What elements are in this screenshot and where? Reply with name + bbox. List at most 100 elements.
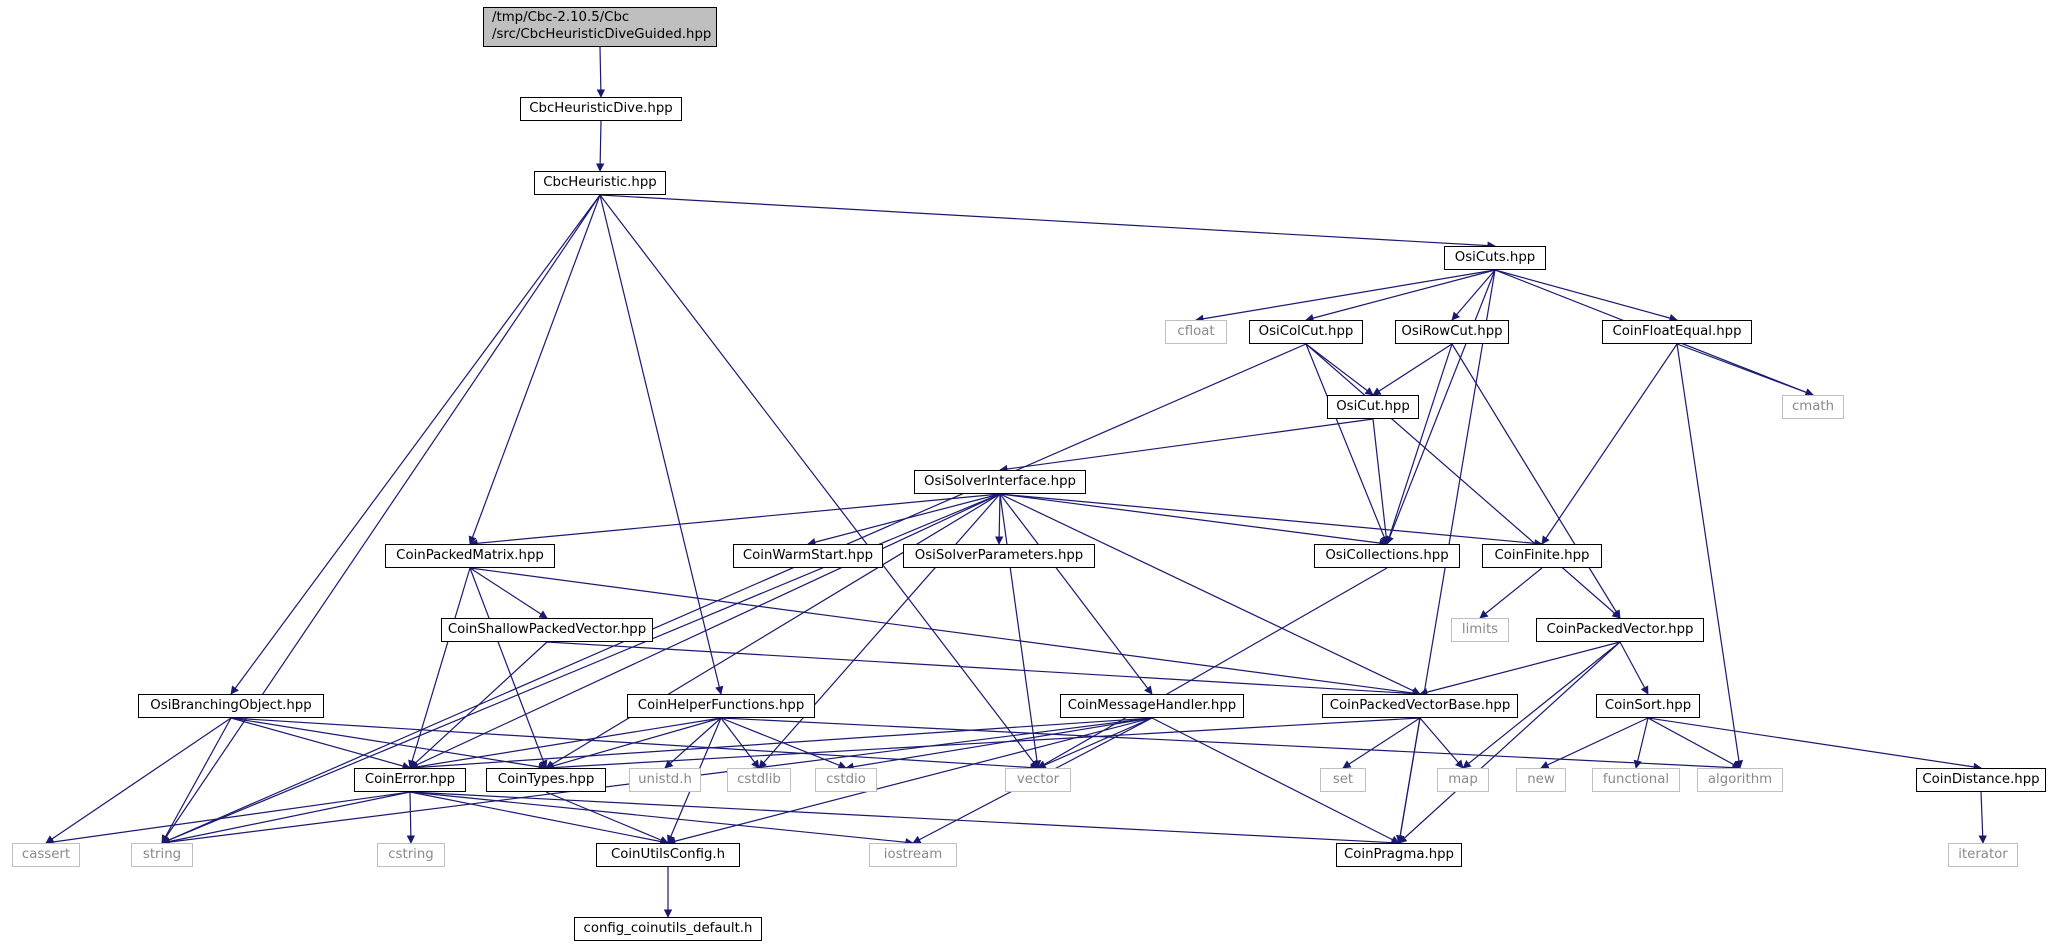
node-limits[interactable]: limits: [1451, 618, 1509, 642]
edge-CoinFloatEqual-to-CoinFinite: [1541, 343, 1678, 545]
edge-OsiSolverInterface-to-cstdlib: [758, 493, 1001, 769]
edge-CoinFloatEqual-to-cmath: [1676, 343, 1814, 397]
node-cstdio[interactable]: cstdio: [815, 768, 877, 792]
edge-CoinSort-to-algorithm: [1647, 717, 1741, 769]
node-coinwarmstart[interactable]: CoinWarmStart.hpp: [733, 544, 883, 568]
edge-OsiCuts-to-OsiCollections: [1385, 269, 1496, 545]
node-osicuts[interactable]: OsiCuts.hpp: [1444, 246, 1546, 270]
node-osibranchingobject[interactable]: OsiBranchingObject.hpp: [138, 694, 324, 718]
node-osirowcut[interactable]: OsiRowCut.hpp: [1395, 320, 1509, 344]
edge-OsiCut-to-OsiCollections: [1372, 418, 1391, 545]
node-coinpackedvectorbase[interactable]: CoinPackedVectorBase.hpp: [1322, 694, 1518, 718]
edge-OsiBranchingObject-to-cassert: [45, 717, 232, 844]
node-osicollections[interactable]: OsiCollections.hpp: [1314, 544, 1460, 568]
node-coinshallowpackedvector[interactable]: CoinShallowPackedVector.hpp: [441, 618, 653, 642]
node-coinpackedmatrix[interactable]: CoinPackedMatrix.hpp: [385, 544, 555, 568]
node-coinsort[interactable]: CoinSort.hpp: [1596, 694, 1700, 718]
edge-CoinPackedMatrix-to-CoinPackedVectorBase: [469, 567, 1421, 698]
node-string[interactable]: string: [131, 843, 193, 867]
root-file-node[interactable]: /tmp/Cbc-2.10.5/Cbc /src/CbcHeuristicDiv…: [483, 7, 717, 47]
edge-CoinFloatEqual-to-algorithm: [1676, 343, 1744, 769]
node-cbcheuristic[interactable]: CbcHeuristic.hpp: [534, 171, 666, 195]
edge-OsiSolverInterface-to-CoinPackedMatrix: [469, 493, 1001, 548]
node-coinmessagehandler[interactable]: CoinMessageHandler.hpp: [1060, 694, 1244, 718]
edge-CoinError-to-CoinPragma: [409, 791, 1400, 847]
edge-OsiRowCut-to-OsiCollections: [1385, 343, 1453, 545]
edge-OsiSolverInterface-to-CoinMessageHandler: [999, 493, 1153, 695]
edge-CoinError-to-iostream: [409, 791, 914, 847]
edge-CoinError-to-cstring: [406, 791, 416, 844]
edge-OsiColCut-to-OsiCut: [1305, 343, 1374, 396]
edge-CoinError-to-string: [161, 791, 411, 846]
node-coinpragma[interactable]: CoinPragma.hpp: [1336, 843, 1462, 867]
edge-CoinHelperFunctions-to-unistd: [664, 717, 722, 769]
node-cbcheuristicdive[interactable]: CbcHeuristicDive.hpp: [520, 97, 682, 121]
edge-CoinMessageHandler-to-CoinError: [409, 717, 1153, 772]
node-iostream[interactable]: iostream: [869, 843, 957, 867]
node-coindistance[interactable]: CoinDistance.hpp: [1916, 768, 2046, 792]
node-coinfloatequal[interactable]: CoinFloatEqual.hpp: [1602, 320, 1752, 344]
node-coinfinite[interactable]: CoinFinite.hpp: [1482, 544, 1602, 568]
edge-CoinMessageHandler-to-CoinUtilsConfig: [667, 717, 1153, 846]
edge-CbcHeuristic-to-OsiCuts: [599, 194, 1496, 250]
edge-OsiSolverInterface-to-CoinPackedVectorBase: [999, 493, 1421, 695]
node-osicut[interactable]: OsiCut.hpp: [1327, 395, 1419, 419]
edge-CbcHeuristic-to-CoinHelperFunctions: [599, 194, 724, 695]
edge-OsiSolverInterface-to-CoinTypes: [545, 493, 1001, 769]
edge-CbcHeuristic-to-vector: [599, 194, 1039, 769]
node-coinerror[interactable]: CoinError.hpp: [354, 768, 466, 792]
node-functional[interactable]: functional: [1592, 768, 1680, 792]
node-coinhelperfunctions[interactable]: CoinHelperFunctions.hpp: [627, 694, 815, 718]
node-cstdlib[interactable]: cstdlib: [727, 768, 791, 792]
node-osicolcut[interactable]: OsiColCut.hpp: [1249, 320, 1363, 344]
edge-OsiBranchingObject-to-CoinTypes: [230, 717, 547, 771]
node-cstring[interactable]: cstring: [377, 843, 445, 867]
edge-OsiSolverInterface-to-CoinError: [409, 493, 1001, 769]
node-algorithm[interactable]: algorithm: [1697, 768, 1783, 792]
node-cmath[interactable]: cmath: [1782, 395, 1844, 419]
edge-CoinPackedVector-to-map: [1462, 641, 1621, 769]
node-coinpackedvector[interactable]: CoinPackedVector.hpp: [1536, 618, 1704, 642]
edge-CoinSort-to-new: [1540, 717, 1649, 769]
edge-CoinError-to-cassert: [45, 791, 411, 847]
edge-CoinDistance-to-iterator: [1978, 791, 1987, 844]
edge-OsiColCut-to-string: [161, 343, 1307, 844]
edge-CoinShallowPackedVector-to-CoinError: [409, 641, 548, 769]
edge-CoinPackedVectorBase-to-set: [1342, 717, 1421, 769]
edge-CoinHelperFunctions-to-algorithm: [720, 717, 1741, 772]
edge-CoinHelperFunctions-to-cstdlib: [720, 717, 760, 769]
edge-CbcHeuristic-to-CoinPackedMatrix: [468, 194, 601, 545]
edge-CbcHeuristic-to-OsiBranchingObject: [230, 194, 601, 695]
node-cointypes[interactable]: CoinTypes.hpp: [486, 768, 606, 792]
edge-CoinPackedVectorBase-to-map: [1419, 717, 1464, 769]
edge-CoinHelperFunctions-to-CoinError: [409, 717, 722, 771]
node-cfloat[interactable]: cfloat: [1165, 320, 1227, 344]
node-iterator[interactable]: iterator: [1948, 843, 2018, 867]
node-map[interactable]: map: [1437, 768, 1489, 792]
node-config-coinutils-default[interactable]: config_coinutils_default.h: [574, 917, 762, 941]
node-set[interactable]: set: [1320, 768, 1366, 792]
edge-CoinTypes-to-CoinUtilsConfig: [545, 791, 669, 844]
edge-CoinSort-to-CoinDistance: [1647, 717, 1982, 772]
edge-OsiBranchingObject-to-string: [161, 717, 232, 844]
edge-OsiSolverInterface-to-CoinWarmStart: [807, 493, 1001, 547]
node-osisolverinterface[interactable]: OsiSolverInterface.hpp: [914, 470, 1086, 494]
edge-CoinError-to-CoinUtilsConfig: [409, 791, 669, 846]
edge-OsiSolverInterface-to-OsiSolverParameters: [994, 493, 1004, 545]
edge-CoinShallowPackedVector-to-CoinPackedVectorBase: [546, 641, 1421, 698]
edge-OsiCollections-to-vector: [1037, 567, 1388, 769]
edge-CoinPackedMatrix-to-CoinError: [408, 567, 471, 769]
node-coinutilsconfig[interactable]: CoinUtilsConfig.h: [596, 843, 740, 867]
node-new[interactable]: new: [1516, 768, 1566, 792]
edge-OsiCuts-to-OsiRowCut: [1451, 269, 1496, 321]
node-vector[interactable]: vector: [1005, 768, 1071, 792]
edge-root-to-CbcHeuristicDive: [596, 46, 606, 98]
edge-OsiRowCut-to-OsiCut: [1372, 343, 1453, 396]
node-cassert[interactable]: cassert: [12, 843, 80, 867]
edge-OsiColCut-to-OsiCollections: [1305, 343, 1389, 545]
edge-CoinPackedVectorBase-to-CoinTypes: [545, 717, 1421, 772]
node-unistd[interactable]: unistd.h: [629, 768, 701, 792]
node-osisolverparameters[interactable]: OsiSolverParameters.hpp: [903, 544, 1095, 568]
edge-CoinMessageHandler-to-CoinPragma: [1151, 717, 1400, 844]
edge-CoinPackedMatrix-to-CoinTypes: [469, 567, 548, 769]
